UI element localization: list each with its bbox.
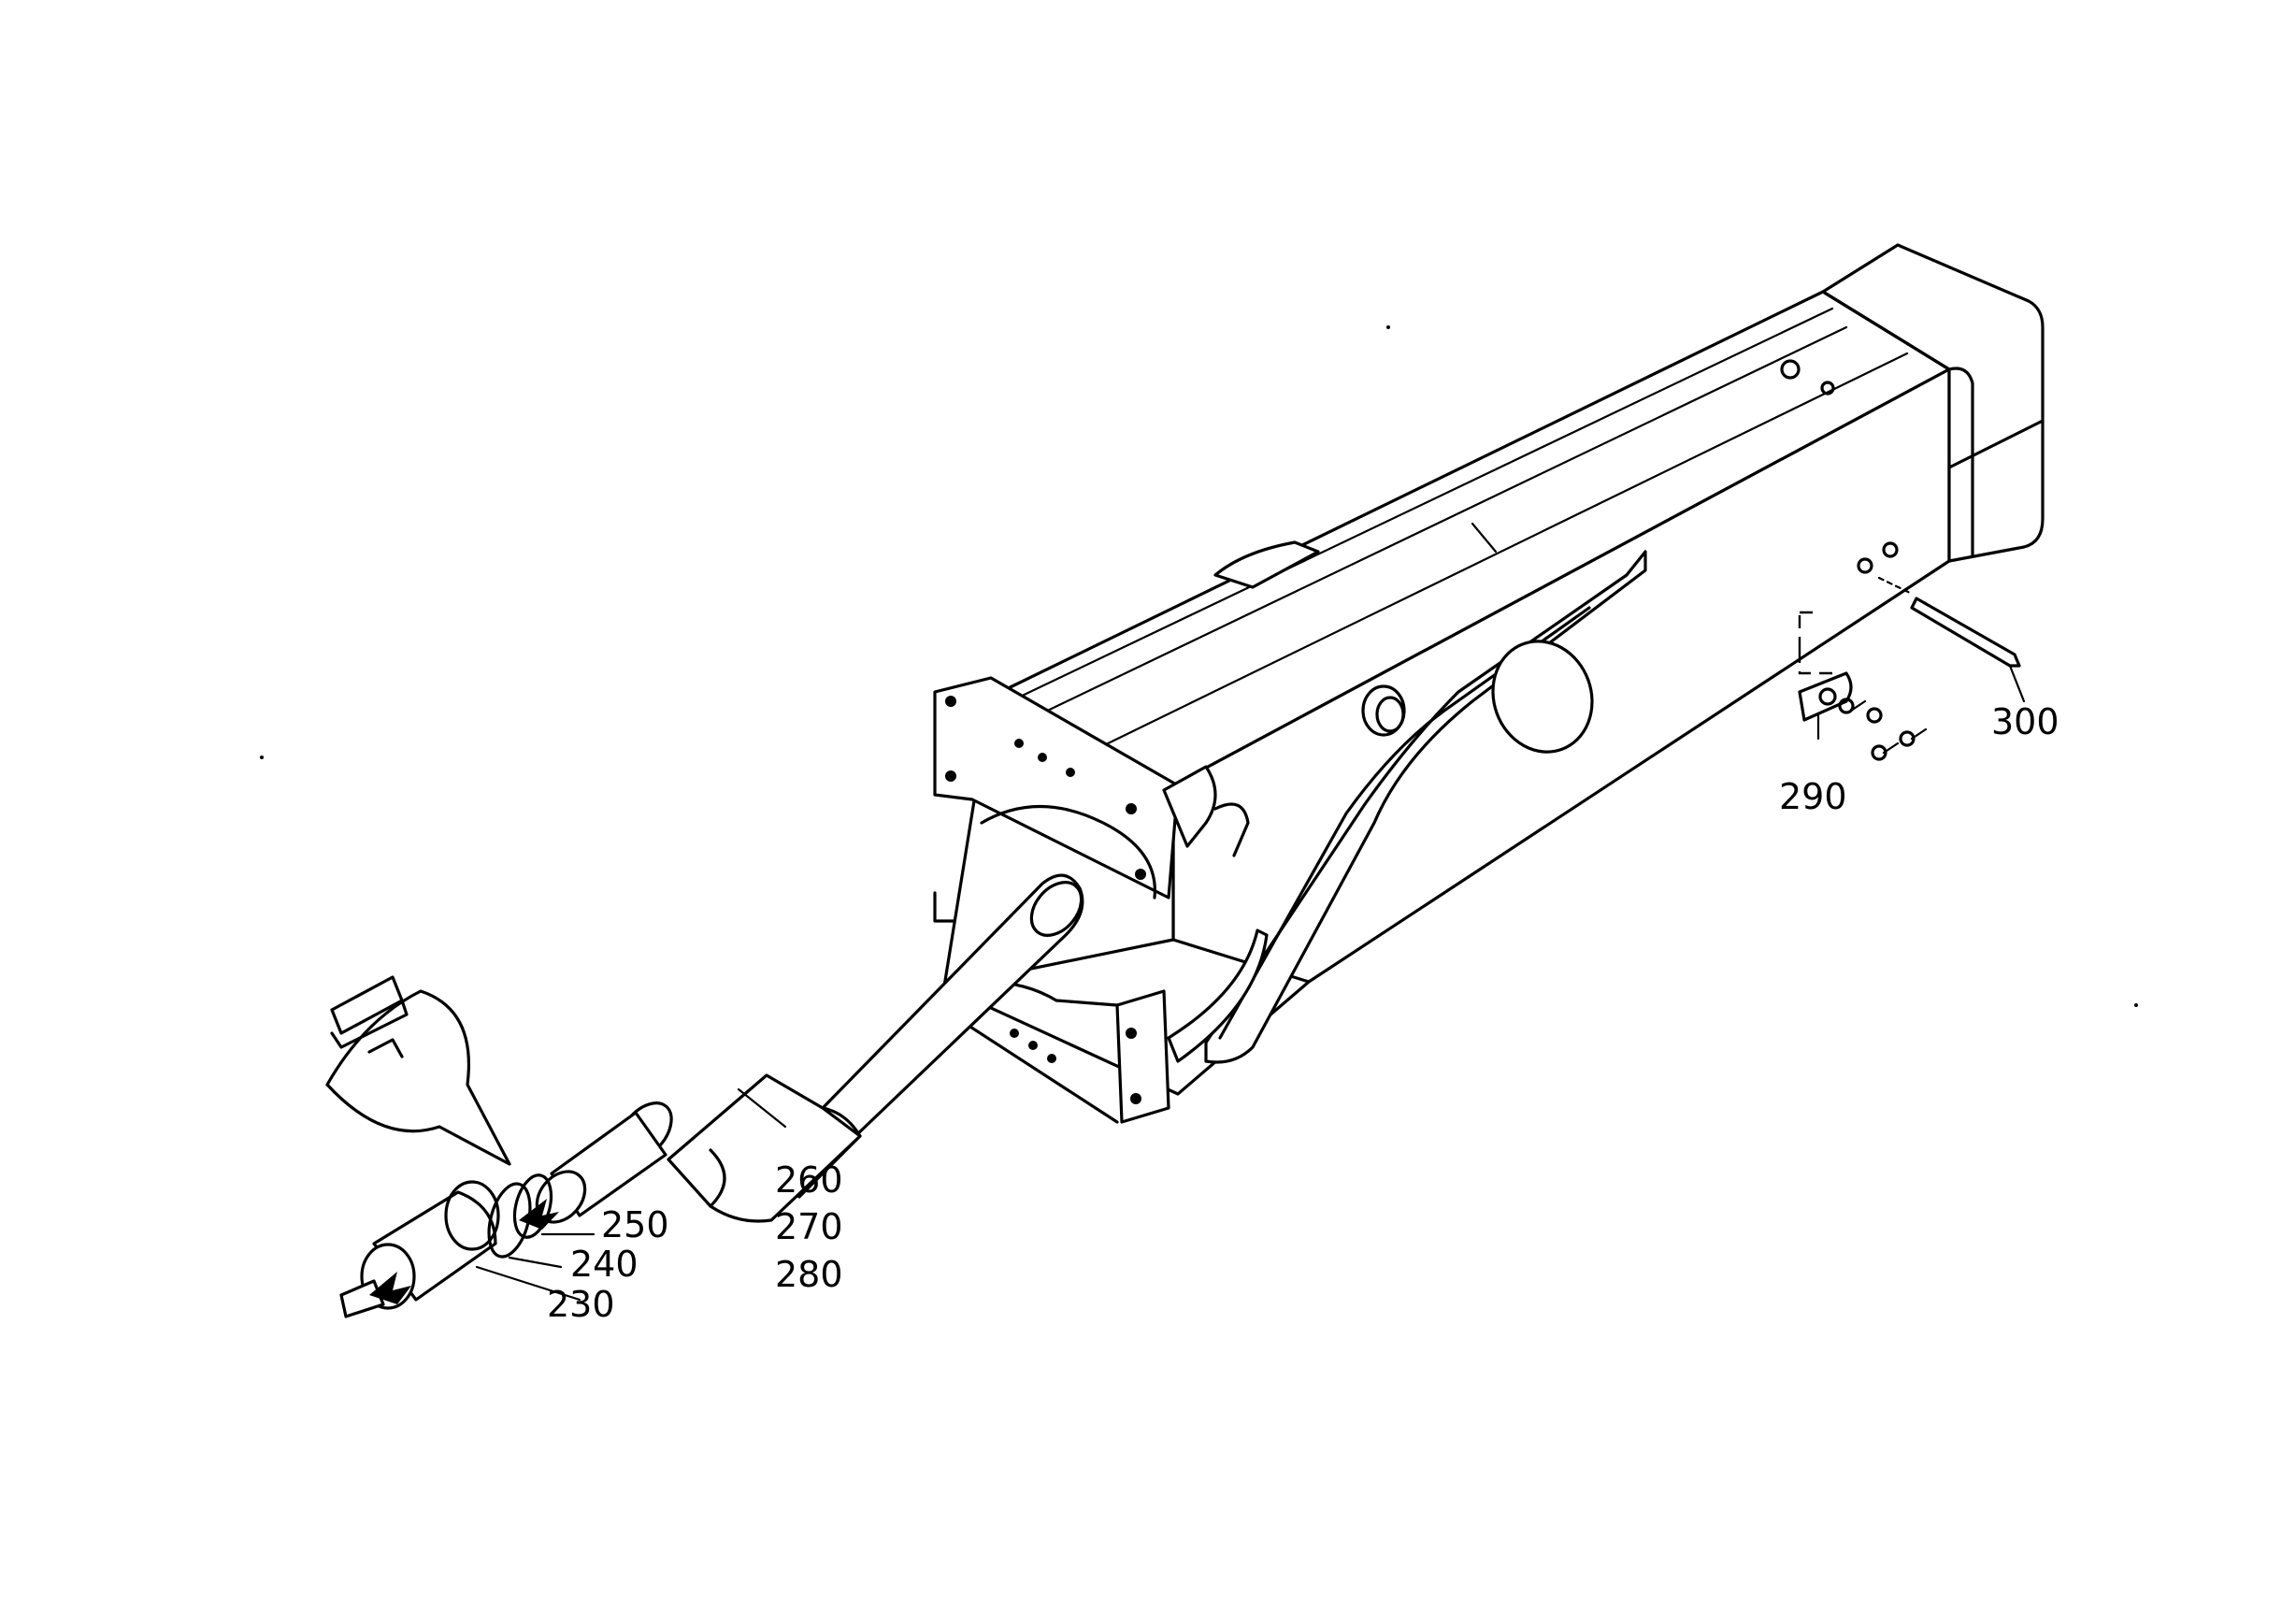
callout-290: 290 [1779,776,1847,817]
side-bracket-plate [1204,540,1647,1064]
callout-270: 270 [775,1206,843,1247]
detail-inset-bubble [325,975,511,1166]
callout-280: 280 [775,1254,843,1295]
locking-wedge [1877,576,2021,668]
lower-bushing-assembly [339,1173,559,1318]
callout-250: 250 [601,1204,669,1245]
callout-230: 230 [547,1284,615,1325]
scan-specks [260,325,2138,1007]
leader-lines [475,664,2026,1302]
retaining-pin-assembly [1798,611,1928,761]
callout-300: 300 [1991,701,2059,742]
housing-end-cap [1821,243,2045,563]
callout-labels: 230 240 250 260 270 280 290 300 [547,701,2059,1325]
callout-240: 240 [570,1244,639,1285]
callout-260: 260 [775,1159,843,1201]
